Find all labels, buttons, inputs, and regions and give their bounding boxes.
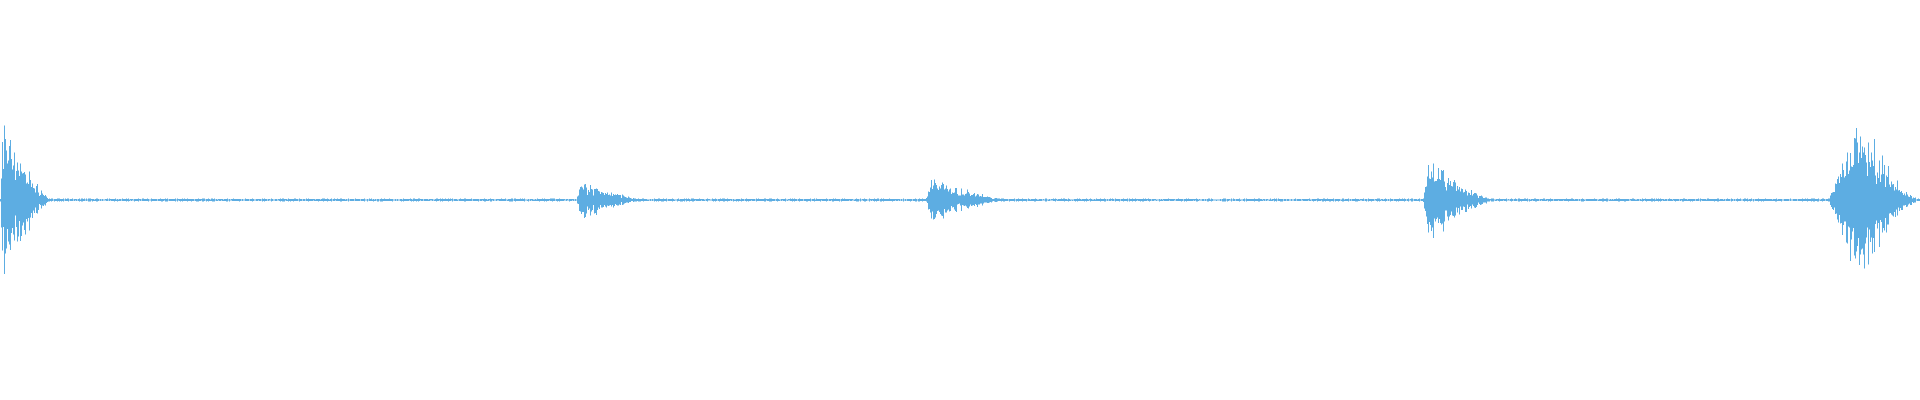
- waveform-samples: [0, 125, 1920, 274]
